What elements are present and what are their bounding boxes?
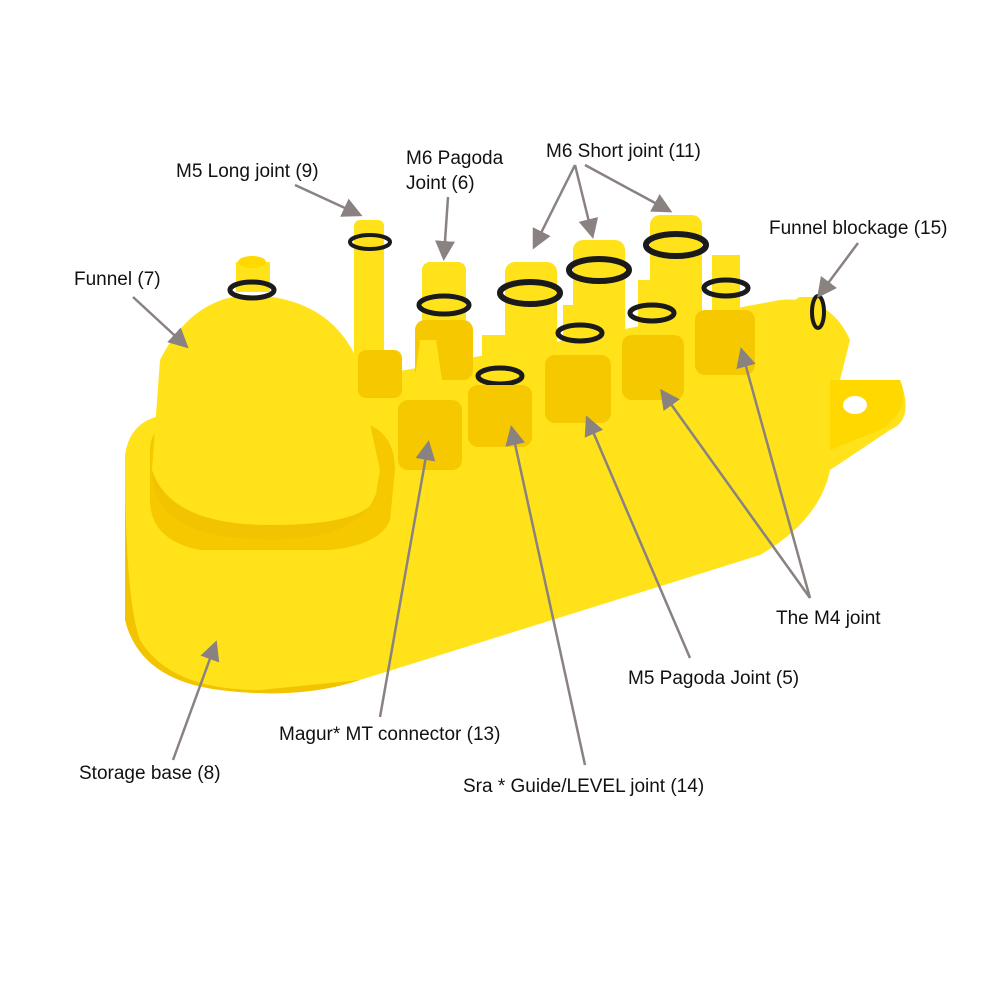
label-m6-pagoda-line1: M6 Pagoda <box>406 148 504 169</box>
arrow-storage-base <box>171 640 220 761</box>
arrow-funnel <box>132 296 189 349</box>
label-m6-short-joint: M6 Short joint (11) <box>546 141 701 162</box>
arrow-m6-pagoda <box>435 196 455 261</box>
arrow-funnel-blockage <box>817 242 860 299</box>
arrow-m5-pagoda <box>584 415 692 659</box>
arrow-m5-long <box>294 183 363 217</box>
label-storage-base: Storage base (8) <box>79 763 221 784</box>
label-m5-pagoda-joint: M5 Pagoda Joint (5) <box>628 668 800 689</box>
arrow-m4-a <box>660 388 812 599</box>
arrow-m4-b <box>736 347 812 599</box>
funnel <box>151 256 380 540</box>
callout-arrows <box>132 163 860 766</box>
label-magur-mt-connector: Magur* MT connector (13) <box>279 724 501 745</box>
arrow-m6-short-b <box>573 164 599 239</box>
label-m5-long-joint: M5 Long joint (9) <box>176 161 319 182</box>
label-m4-joint: The M4 joint <box>776 608 881 629</box>
arrow-m6-short-a <box>532 164 577 250</box>
label-funnel: Funnel (7) <box>74 269 161 290</box>
joints <box>348 215 826 470</box>
label-sra-guide-level-joint: Sra * Guide/LEVEL joint (14) <box>463 776 705 797</box>
label-funnel-blockage: Funnel blockage (15) <box>769 218 948 239</box>
label-m6-pagoda-line2: Joint (6) <box>406 173 475 194</box>
arrow-sra <box>505 425 587 766</box>
arrow-m6-short-c <box>584 163 673 213</box>
arrow-magur <box>378 440 436 718</box>
